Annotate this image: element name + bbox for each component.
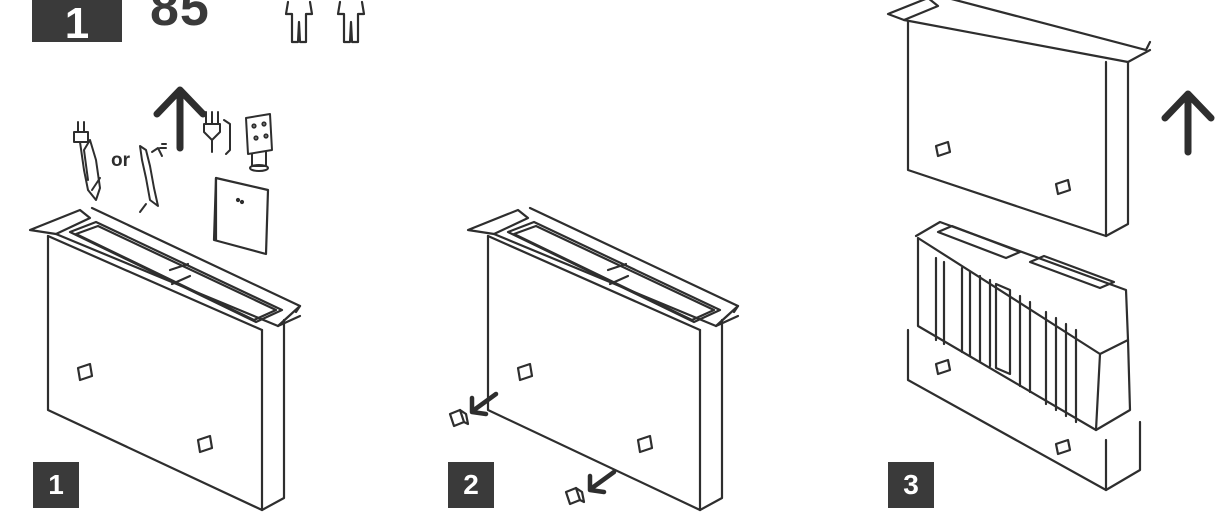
header-step-badge: 1	[32, 0, 122, 46]
handle-plug-icon	[448, 408, 586, 506]
up-arrow-icon-3	[1161, 90, 1215, 156]
step-badge-3: 3	[888, 462, 934, 508]
manual-sheet-icon	[212, 176, 270, 256]
removal-arrow-icon	[469, 391, 617, 495]
tv-box-base-with-foam	[906, 220, 1142, 492]
step-badge-1: 1	[33, 462, 79, 508]
two-people-icon	[284, 0, 366, 44]
tv-size-label: 85	[150, 0, 210, 37]
up-arrow-icon	[153, 86, 207, 152]
stand-bracket-icon	[245, 113, 273, 172]
step-badge-2: 2	[448, 462, 494, 508]
power-cable-icon	[73, 121, 101, 201]
av-cable-icon	[203, 111, 231, 155]
tv-box-sleeve	[886, 0, 1152, 238]
tv-box-open-1	[28, 206, 302, 512]
or-label: or	[111, 150, 130, 171]
power-cable-alt-icon	[139, 143, 167, 213]
tv-box-open-2	[466, 206, 740, 512]
